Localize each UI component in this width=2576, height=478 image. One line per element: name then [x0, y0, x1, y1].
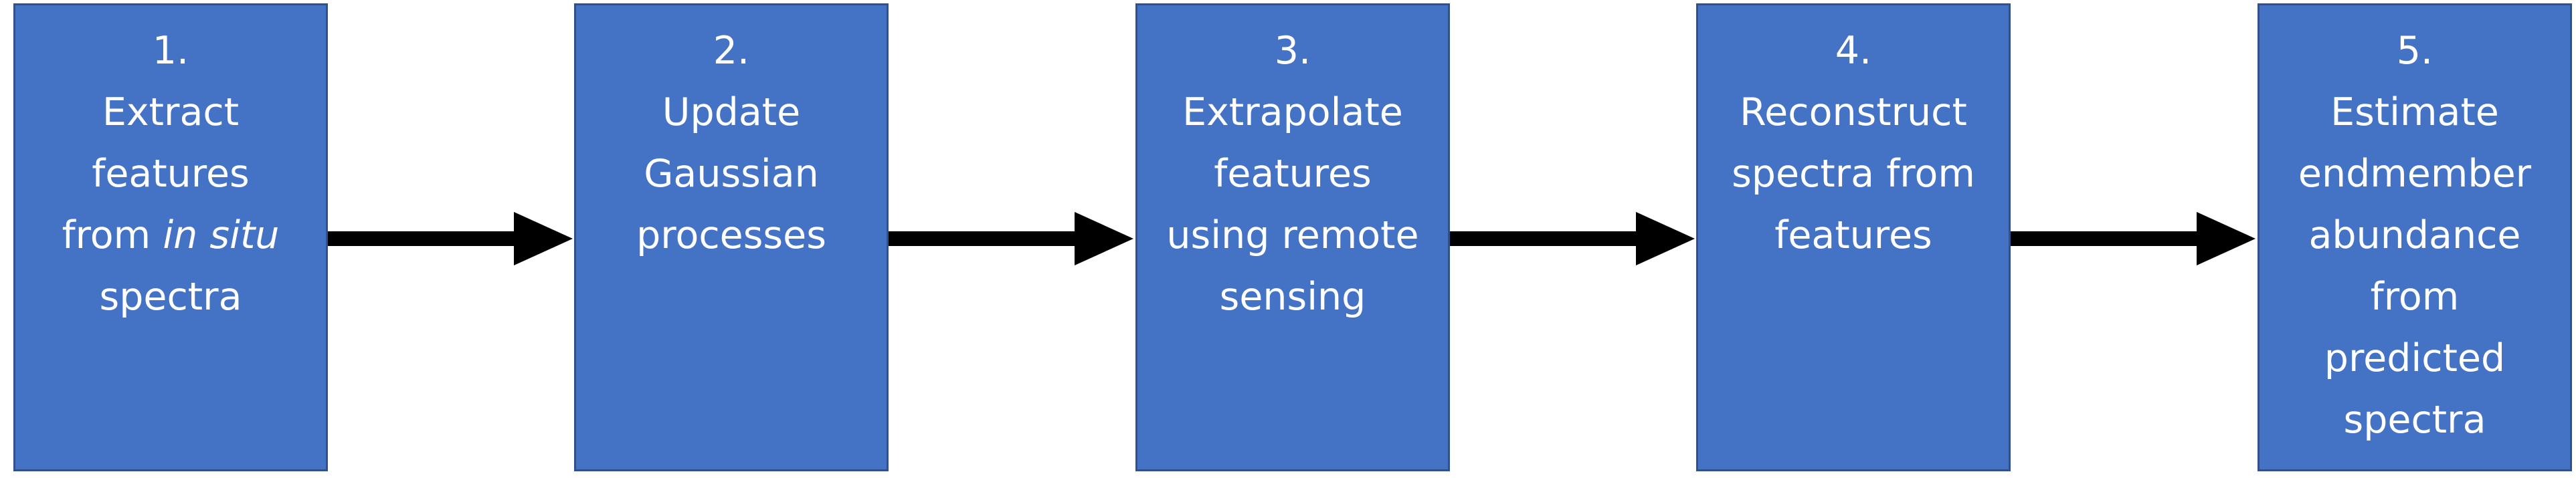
step-1-line-3-prefix: from	[62, 213, 163, 257]
step-4-number: 4.	[1835, 29, 1872, 73]
step-5-box: 5. Estimate endmember abundance from pre…	[2258, 3, 2572, 471]
step-3-box: 3. Extrapolate features using remote sen…	[1135, 3, 1450, 471]
step-3-number: 3.	[1274, 29, 1311, 73]
step-4-line-1: Reconstruct	[1740, 90, 1967, 134]
step-4-line-2: spectra from	[1732, 152, 1975, 196]
step-1-number: 1.	[152, 29, 189, 73]
arrow-right-icon	[1450, 212, 1695, 265]
step-2-number: 2.	[713, 29, 750, 73]
step-1-line-1: Extract	[102, 90, 240, 134]
step-5-line-4: from	[2370, 275, 2460, 319]
step-4-box: 4. Reconstruct spectra from features	[1696, 3, 2011, 471]
step-5-line-6: spectra	[2343, 398, 2486, 442]
arrow-right-icon	[328, 212, 573, 265]
step-3-line-1: Extrapolate	[1182, 90, 1403, 134]
step-2-line-3: processes	[636, 213, 826, 257]
step-1-line-3: from in situ	[15, 205, 326, 266]
step-2-line-1: Update	[662, 90, 801, 134]
arrow-right-icon	[889, 212, 1133, 265]
step-2-line-2: Gaussian	[644, 152, 819, 196]
step-3-line-4: sensing	[1219, 275, 1366, 319]
step-2-box: 2. Update Gaussian processes	[574, 3, 889, 471]
step-5-line-5: predicted	[2324, 336, 2506, 380]
step-1-line-3-italic: in situ	[163, 213, 280, 257]
step-5-number: 5.	[2396, 29, 2433, 73]
step-5-line-1: Estimate	[2330, 90, 2499, 134]
step-4-line-3: features	[1774, 213, 1932, 257]
step-1-line-2: features	[92, 152, 250, 196]
step-5-line-3: abundance	[2308, 213, 2521, 257]
step-3-line-3: using remote	[1166, 213, 1419, 257]
step-5-line-2: endmember	[2298, 152, 2532, 196]
step-3-line-2: features	[1214, 152, 1372, 196]
step-1-line-4: spectra	[99, 275, 242, 319]
step-1-box: 1. Extract features from in situ spectra	[13, 3, 328, 471]
arrow-right-icon	[2011, 212, 2256, 265]
